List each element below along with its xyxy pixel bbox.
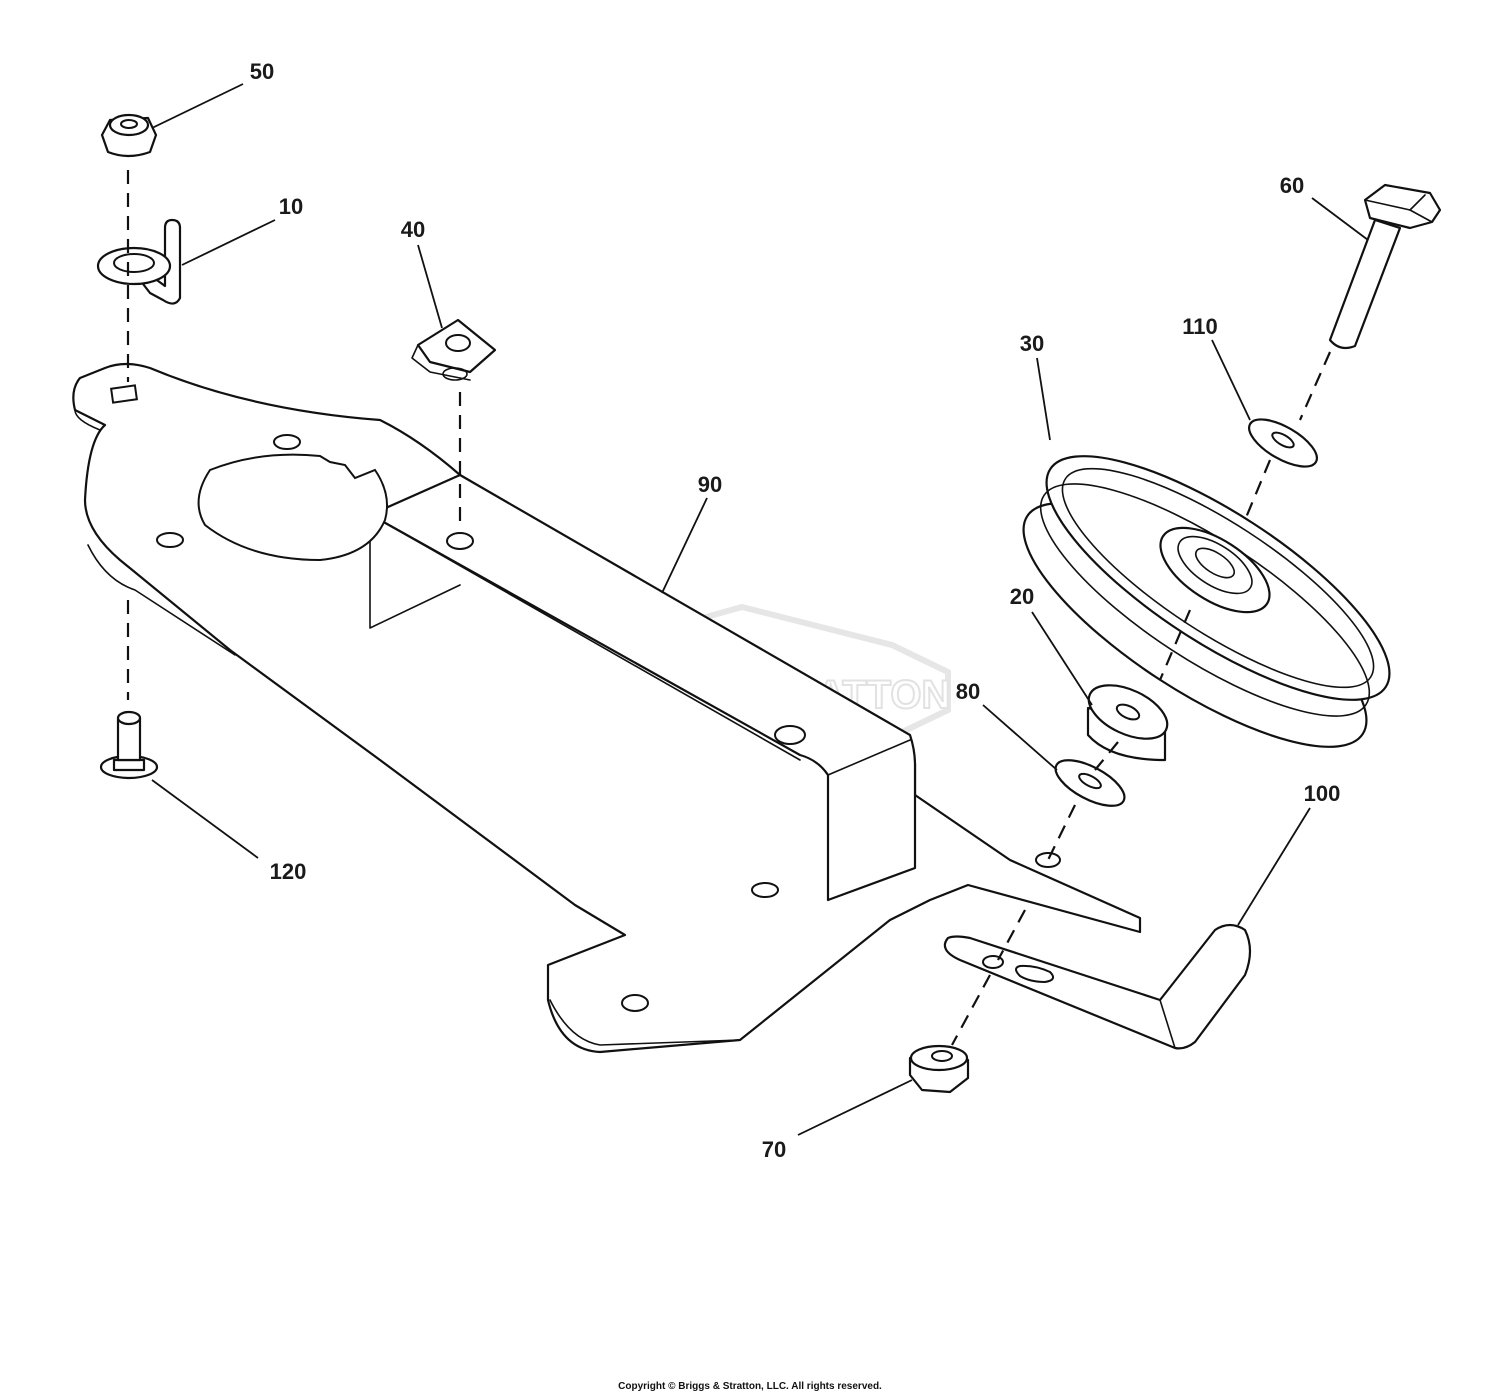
copyright-notice: Copyright © Briggs & Stratton, LLC. All … xyxy=(618,1381,882,1392)
part-30-idler-pulley xyxy=(1022,455,1391,748)
callout-110: 110 xyxy=(1182,314,1218,339)
part-50-lock-nut xyxy=(100,113,158,158)
part-120-carriage-bolt xyxy=(99,710,159,780)
callout-labels: 50 10 40 90 30 110 60 20 80 100 120 70 xyxy=(250,59,1341,1162)
callout-70: 70 xyxy=(762,1137,786,1162)
part-10-eye-pin xyxy=(96,218,182,305)
callout-60: 60 xyxy=(1280,173,1304,198)
part-40-clip-nut xyxy=(411,318,497,381)
part-90-idler-bracket xyxy=(72,362,1142,1054)
callout-90: 90 xyxy=(698,472,722,497)
part-70-flange-nut xyxy=(908,1044,970,1094)
callout-30: 30 xyxy=(1020,331,1044,356)
callout-120: 120 xyxy=(270,859,307,884)
callout-100: 100 xyxy=(1304,781,1341,806)
callout-80: 80 xyxy=(956,679,980,704)
leader-lines xyxy=(151,83,1369,1136)
assembly-lines xyxy=(126,170,1332,1046)
callout-40: 40 xyxy=(401,217,425,242)
callout-10: 10 xyxy=(279,194,303,219)
part-20-spacer xyxy=(1086,684,1169,762)
callout-50: 50 xyxy=(250,59,274,84)
part-100-lever-arm xyxy=(943,923,1252,1050)
part-110-washer xyxy=(1248,418,1318,468)
part-80-washer xyxy=(1054,759,1126,807)
callout-20: 20 xyxy=(1010,584,1034,609)
part-60-hex-bolt xyxy=(1328,183,1442,350)
